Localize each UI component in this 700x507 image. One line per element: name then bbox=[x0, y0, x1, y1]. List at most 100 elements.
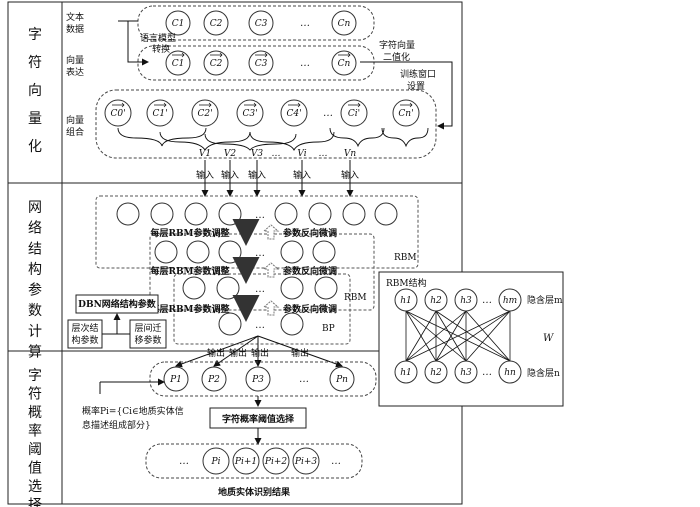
up-arrow-0 bbox=[262, 224, 280, 240]
layer-struct-label-2: 构参数 bbox=[71, 334, 98, 346]
section-s3-char: 字 bbox=[28, 368, 42, 384]
result-node-2-circle bbox=[232, 447, 260, 475]
combo-char-2-circle bbox=[191, 99, 219, 127]
text-char-2-circle bbox=[248, 10, 274, 36]
layer-transfer-label-2: 移参数 bbox=[134, 334, 161, 346]
rbm-layer-2-box bbox=[149, 233, 375, 311]
dbn-l2-neuron bbox=[186, 240, 210, 264]
rbm-tag-1: RBM bbox=[394, 253, 417, 263]
vec-char-1-vector-mark bbox=[210, 52, 223, 58]
rbm-visible-0-label: h1 bbox=[400, 368, 412, 378]
text-char-3-label: … bbox=[300, 18, 310, 29]
combo-char-2-vector-mark bbox=[199, 102, 212, 108]
up-arrow-2 bbox=[262, 300, 280, 316]
window-vector-5: … bbox=[319, 149, 328, 159]
vector-expr-row bbox=[137, 45, 375, 81]
window-vector-6: Vn bbox=[344, 149, 356, 159]
rbm-adjust-label-2: 每层RBM参数调整 bbox=[150, 303, 229, 315]
output-label-3: 输出 bbox=[291, 347, 309, 359]
rbm-hidden-0-circle bbox=[394, 288, 418, 312]
combo-char-7-vector-mark bbox=[400, 102, 413, 108]
output-label-0: 输出 bbox=[207, 347, 225, 359]
text-char-1-circle bbox=[203, 10, 229, 36]
section-s3-char: 选 bbox=[28, 479, 42, 495]
layer-struct-label-1: 层次结 bbox=[71, 322, 98, 334]
rbm-hidden-0-label: h1 bbox=[400, 296, 412, 306]
prob-node-4-circle bbox=[329, 366, 355, 392]
dbn-l3-neuron bbox=[182, 276, 206, 300]
result-node-1-label: Pi bbox=[211, 457, 221, 467]
prob-node-1-label: P2 bbox=[207, 375, 220, 385]
input-label-3: 输入 bbox=[293, 169, 311, 181]
combo-char-7-circle bbox=[392, 99, 420, 127]
rbm-visible-2-circle bbox=[454, 360, 478, 384]
section-s3-char: 率 bbox=[28, 423, 42, 440]
dbn-l4-neuron bbox=[280, 312, 304, 336]
vector-combo-row bbox=[95, 89, 437, 159]
visible-layer-label: 隐含层n bbox=[527, 367, 560, 379]
dbn-l4-neuron bbox=[218, 312, 242, 336]
dbn-l3-dots: … bbox=[255, 284, 265, 295]
dbn-l2-neuron bbox=[312, 240, 336, 264]
section-s1-char: 符 bbox=[28, 55, 42, 71]
rbm-hidden-2-label: h3 bbox=[460, 296, 472, 306]
combo-char-7-label: Cn' bbox=[398, 109, 413, 119]
vector-combo-label-1: 向量 bbox=[66, 114, 84, 126]
result-label: 地质实体识别结果 bbox=[218, 486, 291, 498]
section-s1-char: 量 bbox=[28, 111, 42, 127]
section-s2-char: 数 bbox=[28, 303, 42, 319]
vec-char-0-label: C1 bbox=[172, 59, 185, 69]
dbn-l4-dots: … bbox=[255, 320, 265, 331]
binarize-label-2: 二值化 bbox=[383, 51, 410, 63]
dbn-l1-neuron bbox=[218, 202, 242, 226]
rbm-adjust-label-0: 每层RBM参数调整 bbox=[150, 227, 229, 239]
weight-label: W bbox=[543, 333, 554, 344]
layer-transfer-box bbox=[129, 319, 167, 349]
combo-char-3-vector-mark bbox=[244, 102, 257, 108]
combo-char-0-label: C0' bbox=[110, 109, 125, 119]
row-labels: 文本 数据 向量 表达 向量 组合 bbox=[66, 11, 84, 138]
combo-char-3-circle bbox=[236, 99, 264, 127]
window-vector-2: V3 bbox=[251, 149, 263, 159]
dbn-l1-neuron bbox=[342, 202, 366, 226]
window-setup-arrow bbox=[360, 61, 453, 130]
vec-char-0-circle bbox=[165, 50, 191, 76]
output-arrows: 输出输出输出输出 bbox=[175, 335, 343, 368]
rbm-visible-2-label: h3 bbox=[460, 368, 472, 378]
vector-expr-label-2: 表达 bbox=[66, 66, 84, 78]
vec-char-3-label: … bbox=[300, 58, 310, 69]
output-arrow-3 bbox=[257, 335, 343, 368]
rbm-weight-edge bbox=[405, 310, 511, 362]
text-data-label-1: 文本 bbox=[66, 11, 84, 23]
combo-char-2-label: C2' bbox=[197, 109, 212, 119]
result-row bbox=[145, 443, 363, 479]
formula-arrow bbox=[99, 382, 164, 394]
text-char-0-label: C1 bbox=[172, 19, 185, 29]
rbm-hidden-3-label: … bbox=[482, 295, 492, 306]
section-s3-char: 符 bbox=[28, 387, 42, 403]
rbm-visible-3-label: … bbox=[482, 367, 492, 378]
layer-transfer-label-1: 层间迁 bbox=[134, 322, 161, 334]
rbm-weight-edge bbox=[435, 310, 511, 362]
result-node-5-label: … bbox=[331, 456, 341, 467]
vector-expr-label-1: 向量 bbox=[66, 54, 84, 66]
combo-char-6-label: Ci' bbox=[348, 109, 360, 119]
text-char-1-label: C2 bbox=[210, 19, 223, 29]
section-s1-char: 向 bbox=[28, 83, 42, 99]
dbn-l2-neuron bbox=[280, 240, 304, 264]
output-arrow-1 bbox=[213, 335, 259, 367]
rbm-hidden-1-label: h2 bbox=[430, 296, 442, 306]
rbm-weight-edge bbox=[405, 310, 467, 362]
bp-tag: BP bbox=[322, 324, 335, 334]
prob-formula-2: 息描述组成部分} bbox=[82, 419, 151, 431]
vec-char-1-label: C2 bbox=[210, 59, 223, 69]
dbn-l1-dots: … bbox=[255, 210, 265, 221]
text-char-2-label: C3 bbox=[255, 19, 268, 29]
vec-char-2-vector-mark bbox=[255, 52, 268, 58]
